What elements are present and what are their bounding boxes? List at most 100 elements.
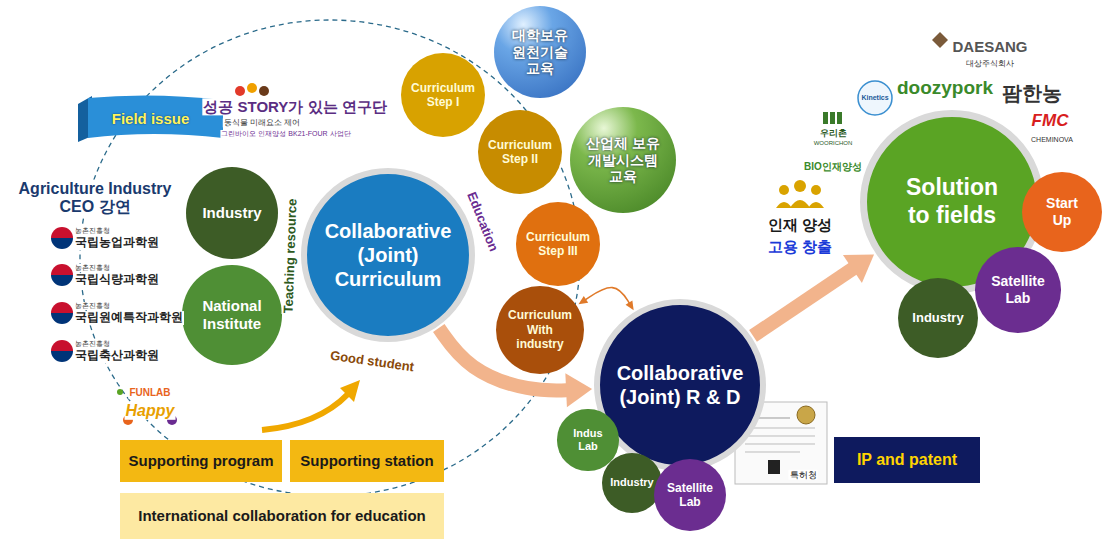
decor-shape — [797, 406, 815, 424]
node-text: Curriculum With industry — [506, 308, 574, 351]
decor-shape — [932, 32, 948, 48]
office-name: 특허청 — [789, 470, 818, 480]
node-text: Indus Lab — [565, 427, 611, 453]
cycle-label: Teaching resource — [282, 197, 301, 314]
logo-text: 성공 STORY가 있는 연구단 — [202, 98, 387, 115]
field-ribbon: Field issue — [78, 92, 223, 146]
decor-shape — [858, 81, 892, 115]
node-text: Collaborative (Joint) R & D — [613, 361, 748, 409]
node-label: Collaborative (Joint) Curriculum — [320, 219, 456, 291]
company-logo: 대상주식회사 — [965, 59, 1015, 68]
node-text: Collaborative (Joint) Curriculum — [320, 219, 456, 291]
decor-shape — [262, 394, 348, 430]
decor-shape — [823, 112, 828, 124]
decor-shape — [51, 351, 73, 362]
company-logo: 우리촌 — [819, 128, 848, 138]
company-logo: FMC — [1031, 111, 1070, 131]
node-text: National Institute — [190, 297, 274, 333]
node-text: Curriculum Step I — [410, 81, 476, 110]
node-text: Satellite Lab — [661, 481, 719, 510]
section-heading: Agriculture Industry CEO 강연 — [5, 180, 185, 217]
institute-logo: 국립농업과학원 — [74, 236, 160, 250]
arrow-head — [626, 300, 634, 310]
node-label: Indus Lab — [565, 427, 611, 453]
outcome-circle: Satellite Lab — [975, 247, 1061, 333]
decor-shape — [745, 428, 815, 429]
decor-shape — [811, 185, 821, 195]
node-label: Collaborative (Joint) R & D — [613, 361, 748, 409]
decor-shape — [51, 302, 73, 324]
node-text: Satellite Lab — [983, 273, 1053, 307]
arrow-head — [843, 254, 874, 283]
institute-logo: 국립원예특작과학원 — [74, 311, 184, 325]
decor-shape — [745, 444, 815, 445]
partner-circle: Industry — [186, 167, 278, 259]
arrow-shaft — [753, 265, 859, 336]
decor-shape — [51, 275, 73, 286]
node-text: Industry — [610, 476, 653, 489]
decor-shape — [51, 264, 73, 286]
decor-shape — [259, 86, 269, 96]
logo-text: 동식물 미래요소 제어 — [223, 118, 301, 127]
company-logo: BIO인재양성 — [803, 161, 863, 173]
node-label: Industry — [610, 476, 653, 489]
node-text: IP and patent — [857, 450, 957, 469]
step-circle: Curriculum With industry — [496, 286, 585, 375]
decor-shape — [51, 340, 73, 362]
node-text: Curriculum Step II — [487, 138, 553, 167]
arrow-head — [565, 373, 592, 407]
outcome-circle: Industry — [898, 278, 978, 358]
outcome-circle: Start Up — [1022, 172, 1102, 252]
company-logo: CHEMINOVA — [1030, 136, 1074, 144]
node-label: Curriculum Step III — [525, 230, 591, 259]
arrow-head — [578, 296, 588, 304]
decor-shape — [745, 452, 800, 453]
decor-shape — [51, 227, 73, 238]
decor-shape — [51, 302, 73, 313]
node-text: Supporting station — [300, 452, 433, 470]
node-label: Start Up — [1036, 195, 1088, 229]
decor-shape — [779, 185, 789, 195]
node-text: 대학보유 원천기술 교육 — [507, 27, 573, 77]
people-icon — [776, 180, 824, 208]
lab-circle: Satellite Lab — [654, 459, 727, 532]
step-circle: Curriculum Step I — [401, 53, 485, 137]
institute-logo: 농촌진흥청 — [74, 302, 111, 310]
decor-shape — [790, 200, 810, 208]
dashed-cycle — [80, 20, 580, 496]
node-label: IP and patent — [857, 450, 957, 469]
decor-shape — [51, 264, 73, 275]
institute-logo: 농촌진흥청 — [74, 264, 111, 272]
node-label: 산업체 보유 개발시스템 교육 — [581, 135, 665, 185]
support-box: International collaboration for educatio… — [120, 493, 444, 539]
node-text: Industry — [202, 204, 261, 222]
node-text: Solution to fields — [897, 174, 1007, 229]
decor-shape — [808, 202, 824, 208]
decor-shape — [51, 340, 73, 351]
support-box: Supporting program — [120, 440, 282, 482]
flow-arrow — [578, 288, 633, 311]
fruit-icons — [235, 83, 269, 96]
education-bubble: 대학보유 원천기술 교육 — [494, 6, 586, 98]
node-label: Field issue — [112, 110, 190, 128]
step-circle: Curriculum Step II — [478, 110, 562, 194]
lab-circle: Industry — [602, 453, 662, 513]
rda-emblems — [51, 227, 73, 362]
flow-arrow — [753, 254, 874, 335]
node-text: International collaboration for educatio… — [138, 507, 426, 525]
node-label: Industry — [202, 204, 261, 222]
node-label: Supporting station — [300, 452, 433, 470]
node-label: Curriculum With industry — [506, 308, 574, 351]
company-logo: 팜한농 — [1001, 82, 1063, 105]
decor-shape — [340, 380, 360, 402]
step-circle: Curriculum Step III — [516, 202, 600, 286]
company-logo: doozypork — [896, 77, 994, 99]
decor-shape — [51, 238, 73, 249]
node-text: Industry — [912, 310, 963, 326]
node-label: Supporting program — [129, 452, 274, 470]
node-label: National Institute — [190, 297, 274, 333]
partner-circle: National Institute — [182, 265, 281, 364]
decor-shape — [776, 202, 792, 208]
decor-shape — [235, 86, 245, 96]
institute-logo: 농촌진흥청 — [74, 227, 111, 235]
